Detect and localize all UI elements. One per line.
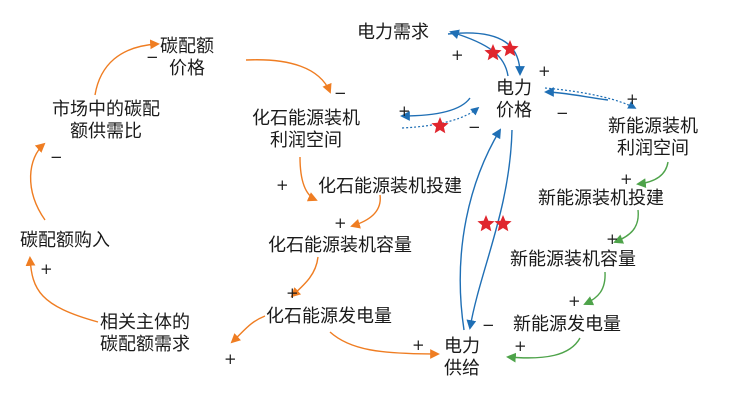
link-purchase-to-ratio bbox=[29, 142, 46, 221]
sign-supply-to-price: − bbox=[482, 316, 495, 334]
sign-purchase-to-ratio: − bbox=[50, 148, 63, 166]
node-new-investment: 新能源装机投建 bbox=[538, 188, 664, 210]
node-new-capacity-line-1: 新能源装机容量 bbox=[510, 249, 636, 270]
delay-marker bbox=[484, 44, 502, 61]
sign-power-price-to-fossil-profit: + bbox=[398, 102, 411, 120]
node-quota-purchase: 碳配额购入 bbox=[20, 230, 110, 252]
node-new-profit-space-line-1: 新能源装机 bbox=[608, 116, 698, 137]
sign-price-new-side: − bbox=[556, 104, 569, 122]
node-power-price-line-2: 价格 bbox=[496, 100, 532, 121]
link-power-demand-to-price bbox=[447, 32, 525, 76]
link-new-capacity-to-generation bbox=[583, 271, 606, 306]
node-fossil-profit-space-line-1: 化石能源装机 bbox=[252, 108, 360, 129]
sign-new-investment-to-capacity: + bbox=[606, 230, 619, 248]
link-new-profit-to-investment bbox=[636, 161, 669, 189]
node-fossil-profit-space-line-2: 利润空间 bbox=[270, 130, 342, 151]
link-ratio-to-price bbox=[94, 39, 160, 96]
link-capacity-to-generation bbox=[290, 256, 319, 298]
node-fossil-capacity-line-1: 化石能源装机容量 bbox=[268, 235, 412, 256]
node-power-supply-line-1: 电力 bbox=[444, 336, 480, 357]
sign-new-capacity-to-generation: + bbox=[568, 292, 581, 310]
link-price-to-supply bbox=[466, 129, 513, 330]
link-supply-to-price bbox=[459, 128, 502, 331]
node-entity-quota-demand-line-1: 相关主体的 bbox=[100, 312, 190, 333]
node-new-capacity: 新能源装机容量 bbox=[510, 249, 636, 271]
node-power-supply: 电力 供给 bbox=[444, 336, 480, 380]
node-fossil-profit-space: 化石能源装机 利润空间 bbox=[252, 108, 360, 152]
link-generation-to-quota-demand bbox=[230, 315, 266, 344]
node-power-price-line-1: 电力 bbox=[496, 78, 532, 99]
link-price-to-new-profit bbox=[544, 87, 637, 109]
node-market-quota-ratio-line-2: 额供需比 bbox=[70, 121, 142, 142]
sign-demand-to-purchase: + bbox=[40, 260, 53, 278]
node-fossil-generation: 化石能源发电量 bbox=[266, 306, 392, 328]
node-carbon-quota-price-line-2: 价格 bbox=[169, 58, 205, 79]
sign-generation-to-supply: + bbox=[412, 336, 425, 354]
link-price-to-fossil-profit bbox=[245, 59, 332, 94]
sign-price-from-demand: + bbox=[538, 62, 551, 80]
node-carbon-quota-price-line-1: 碳配额 bbox=[160, 36, 214, 57]
node-new-generation-line-1: 新能源发电量 bbox=[513, 314, 621, 335]
sign-price-to-new-profit: + bbox=[626, 90, 639, 108]
link-new-profit-to-price bbox=[544, 87, 609, 101]
link-new-investment-to-capacity bbox=[613, 209, 639, 244]
link-new-generation-to-supply bbox=[506, 337, 581, 363]
link-demand-to-purchase bbox=[25, 256, 99, 323]
sign-generation-to-quota-demand: + bbox=[224, 350, 237, 368]
node-new-profit-space: 新能源装机 利润空间 bbox=[608, 116, 698, 160]
node-market-quota-ratio: 市场中的碳配 额供需比 bbox=[52, 99, 160, 143]
node-new-generation: 新能源发电量 bbox=[513, 314, 621, 336]
sign-price-to-fossil-profit: − bbox=[146, 48, 159, 66]
link-power-price-to-fossil-profit bbox=[400, 97, 471, 121]
sign-ratio-to-price: − bbox=[334, 84, 347, 102]
node-new-profit-space-line-2: 利润空间 bbox=[617, 138, 689, 159]
node-carbon-quota-price: 碳配额 价格 bbox=[160, 36, 214, 80]
node-power-demand: 电力需求 bbox=[357, 22, 429, 44]
link-generation-to-supply bbox=[329, 331, 440, 359]
sign-new-profit-to-investment: + bbox=[620, 170, 633, 188]
delay-marker bbox=[477, 215, 495, 232]
link-investment-to-capacity bbox=[350, 194, 381, 229]
node-power-supply-line-2: 供给 bbox=[444, 358, 480, 379]
node-fossil-generation-line-1: 化石能源发电量 bbox=[266, 306, 392, 327]
delay-marker bbox=[431, 117, 449, 134]
node-new-investment-line-1: 新能源装机投建 bbox=[538, 188, 664, 209]
sign-fossil-profit-to-investment: + bbox=[276, 176, 289, 194]
link-fossil-profit-to-investment bbox=[299, 156, 318, 202]
node-quota-purchase-line-1: 碳配额购入 bbox=[20, 230, 110, 251]
sign-capacity-to-generation: + bbox=[286, 284, 299, 302]
delay-marker bbox=[501, 40, 519, 57]
node-entity-quota-demand: 相关主体的 碳配额需求 bbox=[100, 312, 190, 356]
node-fossil-investment-line-1: 化石能源装机投建 bbox=[318, 176, 462, 197]
sign-power-price-fossil-side: − bbox=[468, 118, 481, 136]
sign-investment-to-capacity: + bbox=[334, 214, 347, 232]
sign-new-generation-to-supply: + bbox=[514, 337, 527, 355]
delay-marker bbox=[494, 215, 512, 232]
node-fossil-capacity: 化石能源装机容量 bbox=[268, 235, 412, 257]
node-fossil-investment: 化石能源装机投建 bbox=[318, 176, 462, 198]
node-market-quota-ratio-line-1: 市场中的碳配 bbox=[52, 99, 160, 120]
sign-power-demand-to-price: + bbox=[451, 46, 464, 64]
node-entity-quota-demand-line-2: 碳配额需求 bbox=[100, 334, 190, 355]
node-power-price: 电力 价格 bbox=[496, 78, 532, 122]
node-power-demand-line-1: 电力需求 bbox=[357, 22, 429, 43]
link-fossil-profit-to-power-price bbox=[401, 106, 480, 129]
